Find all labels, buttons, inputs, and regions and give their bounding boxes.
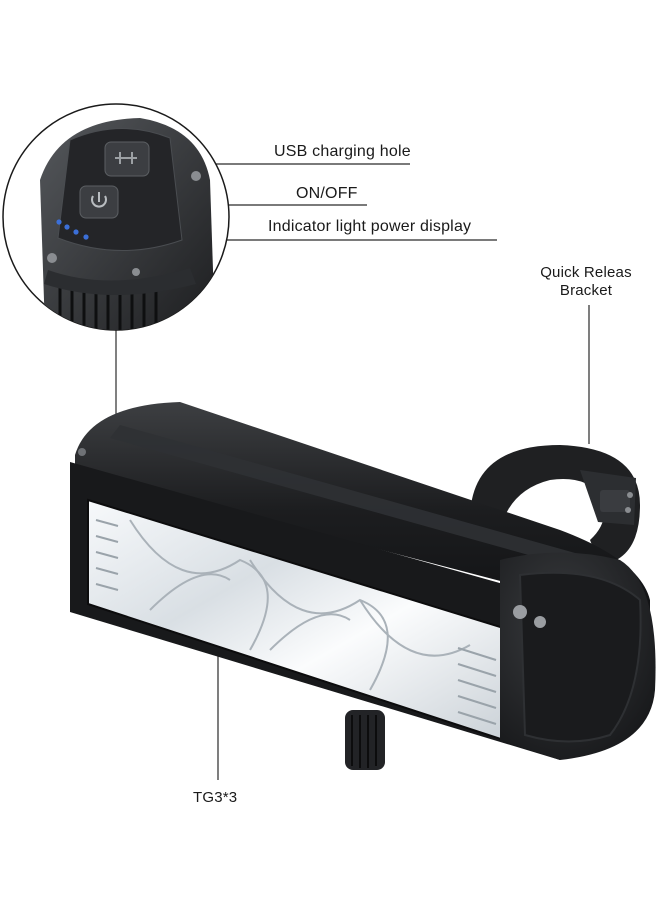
- usb-icon: [104, 141, 150, 177]
- lens-ribs-left: [95, 519, 119, 591]
- led-model-label: TG3*3: [193, 789, 238, 806]
- screw-icon: [132, 268, 140, 276]
- mount-knob: [345, 710, 385, 770]
- screw-icon: [191, 171, 201, 181]
- detail-inset: [2, 103, 230, 331]
- indicator-label: Indicator light power display: [268, 218, 472, 235]
- quick-release-label: Quick Releas Bracket: [540, 264, 632, 299]
- quick-release-bracket: [470, 445, 640, 565]
- light-body: [70, 402, 656, 770]
- screw-icon: [47, 253, 57, 263]
- screw-icon: [534, 616, 546, 628]
- power-icon: [79, 185, 119, 219]
- on-off-label: ON/OFF: [296, 185, 358, 202]
- screw-icon: [78, 448, 86, 456]
- led-reflectors: [129, 519, 471, 691]
- lens-ribs-right: [457, 647, 497, 725]
- indicator-leds: [56, 219, 89, 240]
- usb-charging-label: USB charging hole: [274, 143, 411, 160]
- screw-icon: [513, 605, 527, 619]
